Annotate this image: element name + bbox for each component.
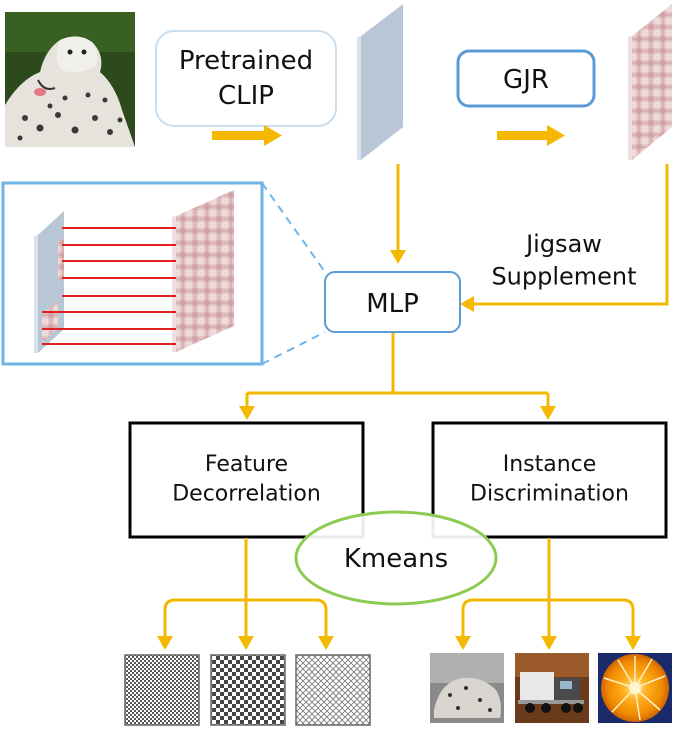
clip-to-feature-arrow: [212, 125, 282, 146]
instance-output-arrows: [461, 538, 635, 638]
mlp-label: MLP: [366, 289, 419, 319]
crosshatch-pattern: [295, 654, 371, 726]
mlp-node: MLP: [324, 271, 461, 333]
arrow-to-feature-decorrelation: [239, 406, 255, 420]
fusion-detail-inset: [1, 181, 326, 366]
truck-image: [515, 653, 589, 723]
feature-output-arrowheads: [157, 636, 334, 650]
orange-slice-image: [598, 653, 672, 723]
clip-to-mlp-arrow: [390, 164, 406, 264]
snow-leopard-image: [5, 12, 135, 147]
gjr-feature-map: [628, 4, 672, 160]
jigsaw-supplement-arrow: [460, 164, 669, 312]
kmeans-node: Kmeans: [294, 510, 498, 606]
kmeans-label: Kmeans: [344, 544, 448, 574]
medium-checker-pattern: [210, 654, 286, 726]
gjr-label: GJR: [503, 65, 549, 95]
feature-output-arrows: [163, 538, 328, 638]
arrow-to-instance-discrimination: [540, 406, 556, 420]
instance-output-arrowheads: [455, 636, 641, 650]
mlp-split-arrows: [245, 333, 550, 408]
fine-checker-pattern: [124, 654, 200, 726]
gjr-node: GJR: [456, 49, 596, 108]
clip-feature-map: [357, 4, 403, 160]
gjr-to-feature-arrow: [497, 125, 565, 146]
snow-leopard-lying-image: [430, 653, 504, 723]
